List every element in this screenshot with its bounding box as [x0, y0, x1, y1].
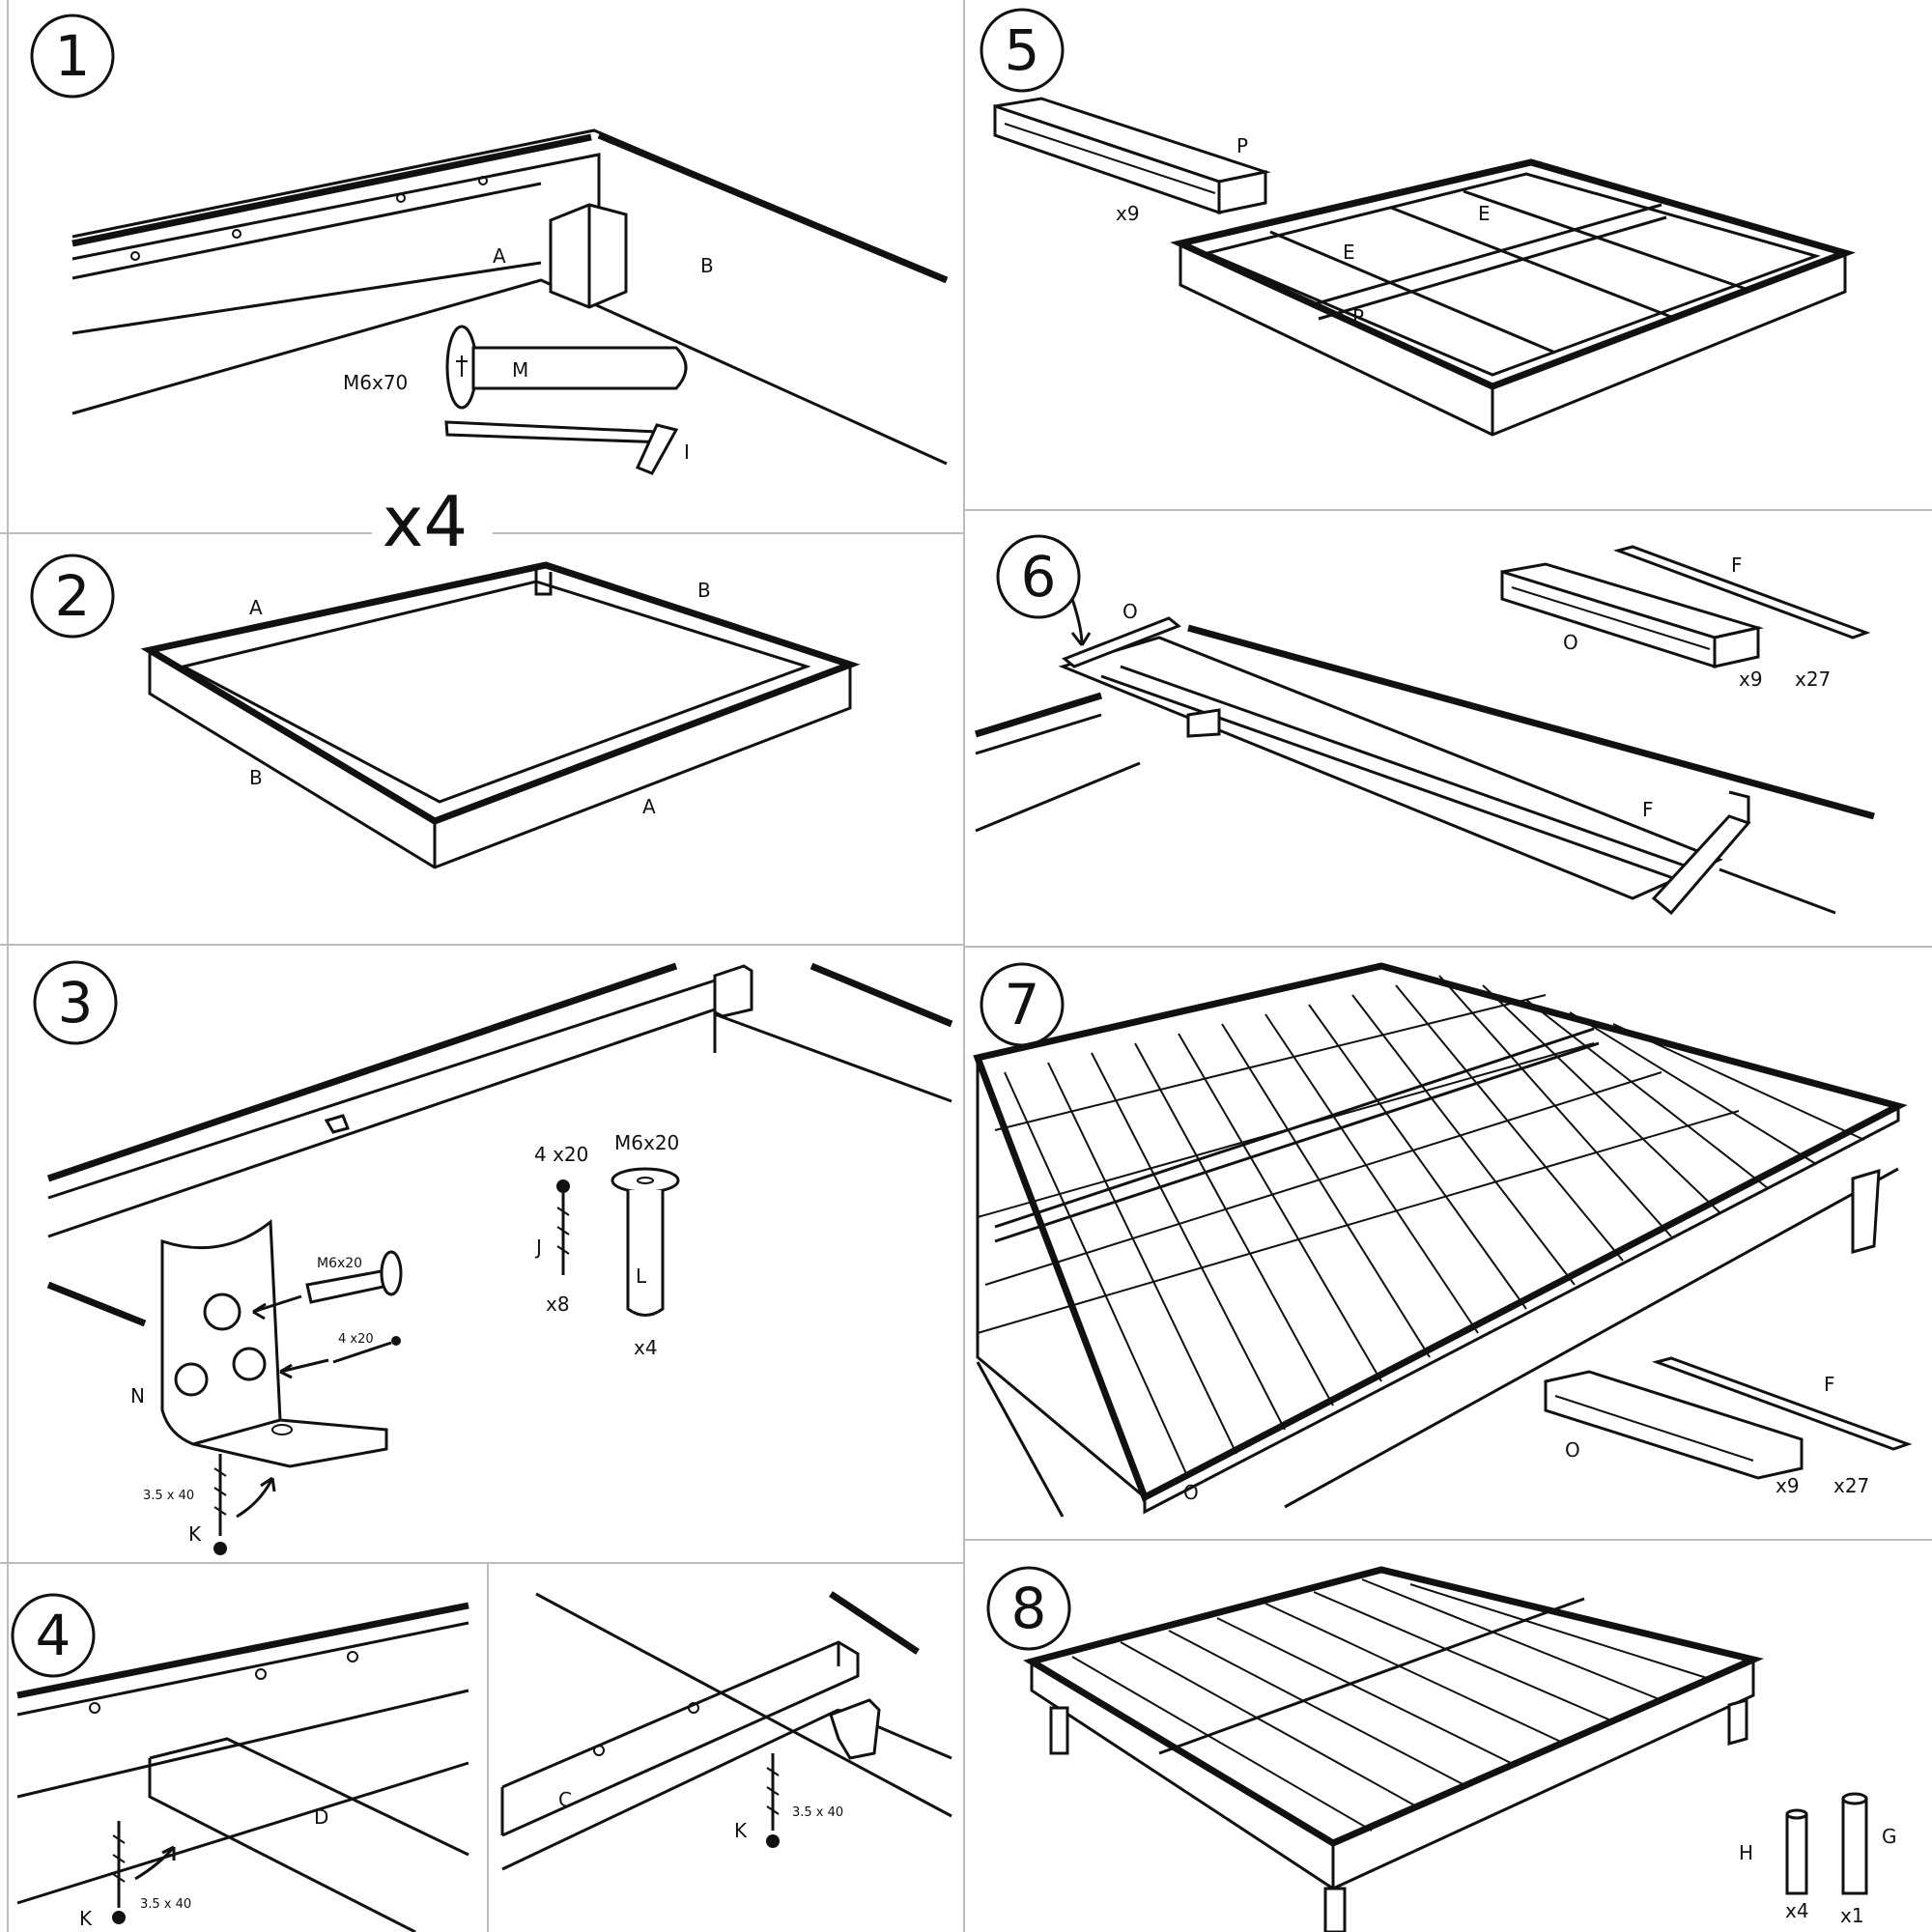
- step-4-number: 4: [36, 1603, 71, 1668]
- step-1: 1 A B M6x70 M I: [30, 14, 949, 475]
- step-4-badge: [11, 1593, 96, 1678]
- step-7-label-f: F: [1824, 1373, 1835, 1396]
- step-4-label-k-right: K: [734, 1819, 748, 1842]
- step-1-label-m-size: M6x70: [343, 371, 408, 394]
- step-1-label-b: B: [700, 254, 714, 277]
- step-4: 4 D K 3.5 x 40 C K 3.5 x 40: [11, 1591, 952, 1932]
- step-6-number: 6: [1021, 544, 1057, 610]
- step-3-number: 3: [58, 970, 94, 1036]
- step-5-label-p: P: [1236, 134, 1248, 157]
- step-5-number: 5: [1005, 17, 1040, 83]
- step-2-label-b-top: B: [697, 579, 711, 602]
- allen-key-icon: [444, 420, 679, 475]
- step-5-label-p-qty: x9: [1116, 202, 1140, 225]
- step-3-label-j-qty: x8: [546, 1293, 570, 1316]
- bracket-n-icon: [160, 1218, 388, 1468]
- step-5-label-p-letter: P: [1352, 305, 1364, 328]
- step-3-label-l-size: M6x20: [614, 1131, 679, 1154]
- step-3-label-l-qty: x4: [634, 1336, 658, 1359]
- step-5-label-e1: E: [1343, 241, 1355, 264]
- step-6-label-o-qty: x9: [1739, 668, 1763, 691]
- step-5-badge: [980, 8, 1065, 93]
- step-7-label-o-qty: x9: [1776, 1474, 1800, 1497]
- step-6-label-o-top: O: [1122, 600, 1138, 623]
- step-3-badge: [33, 960, 118, 1045]
- slatted-deck: [973, 962, 1908, 1518]
- step-1-label-a: A: [493, 244, 506, 268]
- step-8: 8 H x4 G x1: [986, 1566, 1897, 1932]
- slat-f-icon: [1613, 545, 1871, 639]
- step-6-badge: [996, 534, 1081, 619]
- bed-frame: [1023, 1566, 1764, 1932]
- step-3: 3 N M6x20 4 x20 3.5 x: [33, 960, 953, 1555]
- step-8-label-g: G: [1882, 1825, 1897, 1848]
- slat-o-icon: [1544, 1370, 1804, 1480]
- step-1-label-i: I: [684, 440, 690, 464]
- slat-p-icon: [993, 97, 1271, 215]
- multiplier-label: x4: [383, 481, 468, 562]
- step-5: 5 P x9 E E P: [980, 8, 1857, 437]
- step-3-label-k: K: [188, 1522, 202, 1546]
- step-2-label-b-left: B: [249, 766, 263, 789]
- step-1-label-m: M: [512, 358, 528, 382]
- bolt-m-icon: [445, 325, 688, 410]
- step-2-label-a-bottom: A: [642, 795, 656, 818]
- step-6-label-f-qty: x27: [1795, 668, 1831, 691]
- step-3-label-n: N: [130, 1384, 145, 1407]
- step-8-label-g-qty: x1: [1840, 1904, 1864, 1927]
- step-5-label-e2: E: [1478, 202, 1491, 225]
- step-8-label-h: H: [1739, 1841, 1753, 1864]
- step-2-label-a-top: A: [249, 596, 263, 619]
- step-7-label-o-letter: O: [1183, 1481, 1199, 1504]
- leg-g-icon: [1841, 1797, 1868, 1895]
- step-8-badge: [986, 1566, 1071, 1651]
- step-7-label-o: O: [1565, 1438, 1580, 1462]
- step-7: 7 F O x9 x27 O: [973, 962, 1913, 1518]
- step-6-label-o: O: [1563, 631, 1578, 654]
- step-4-label-screw-right: 3.5 x 40: [792, 1805, 843, 1820]
- step-1-badge: [30, 14, 115, 99]
- step-3-label-screw-35x40: 3.5 x 40: [143, 1489, 194, 1503]
- step-6-label-f-letter: F: [1642, 798, 1654, 821]
- leg-h-icon: [1785, 1812, 1808, 1895]
- slat-o-icon: [1500, 562, 1764, 669]
- step-1-number: 1: [55, 23, 91, 89]
- step-7-number: 7: [1005, 972, 1040, 1037]
- step-2: 2 A B B A: [30, 554, 861, 869]
- step-3-label-j-size: 4 x20: [534, 1143, 588, 1166]
- step-2-badge: [30, 554, 115, 639]
- step-8-number: 8: [1011, 1576, 1047, 1641]
- slat-f-icon: [1652, 1356, 1913, 1451]
- step-3-label-m6x20-small: M6x20: [317, 1256, 362, 1271]
- step-4-label-k-left: K: [79, 1907, 93, 1930]
- step-3-label-l: L: [636, 1264, 647, 1288]
- step-8-label-h-qty: x4: [1785, 1899, 1809, 1922]
- step-3-label-j: J: [534, 1236, 542, 1259]
- step-4-label-screw-left: 3.5 x 40: [140, 1897, 191, 1912]
- step-6-label-f: F: [1731, 554, 1743, 577]
- step-6: 6 O F O x9 x27 F: [974, 534, 1875, 916]
- step-4-label-c: C: [558, 1788, 572, 1811]
- step-3-label-4x20-small: 4 x20: [338, 1332, 374, 1347]
- step-2-number: 2: [55, 563, 91, 629]
- step-4-label-d: D: [314, 1805, 328, 1829]
- step-7-label-f-qty: x27: [1833, 1474, 1869, 1497]
